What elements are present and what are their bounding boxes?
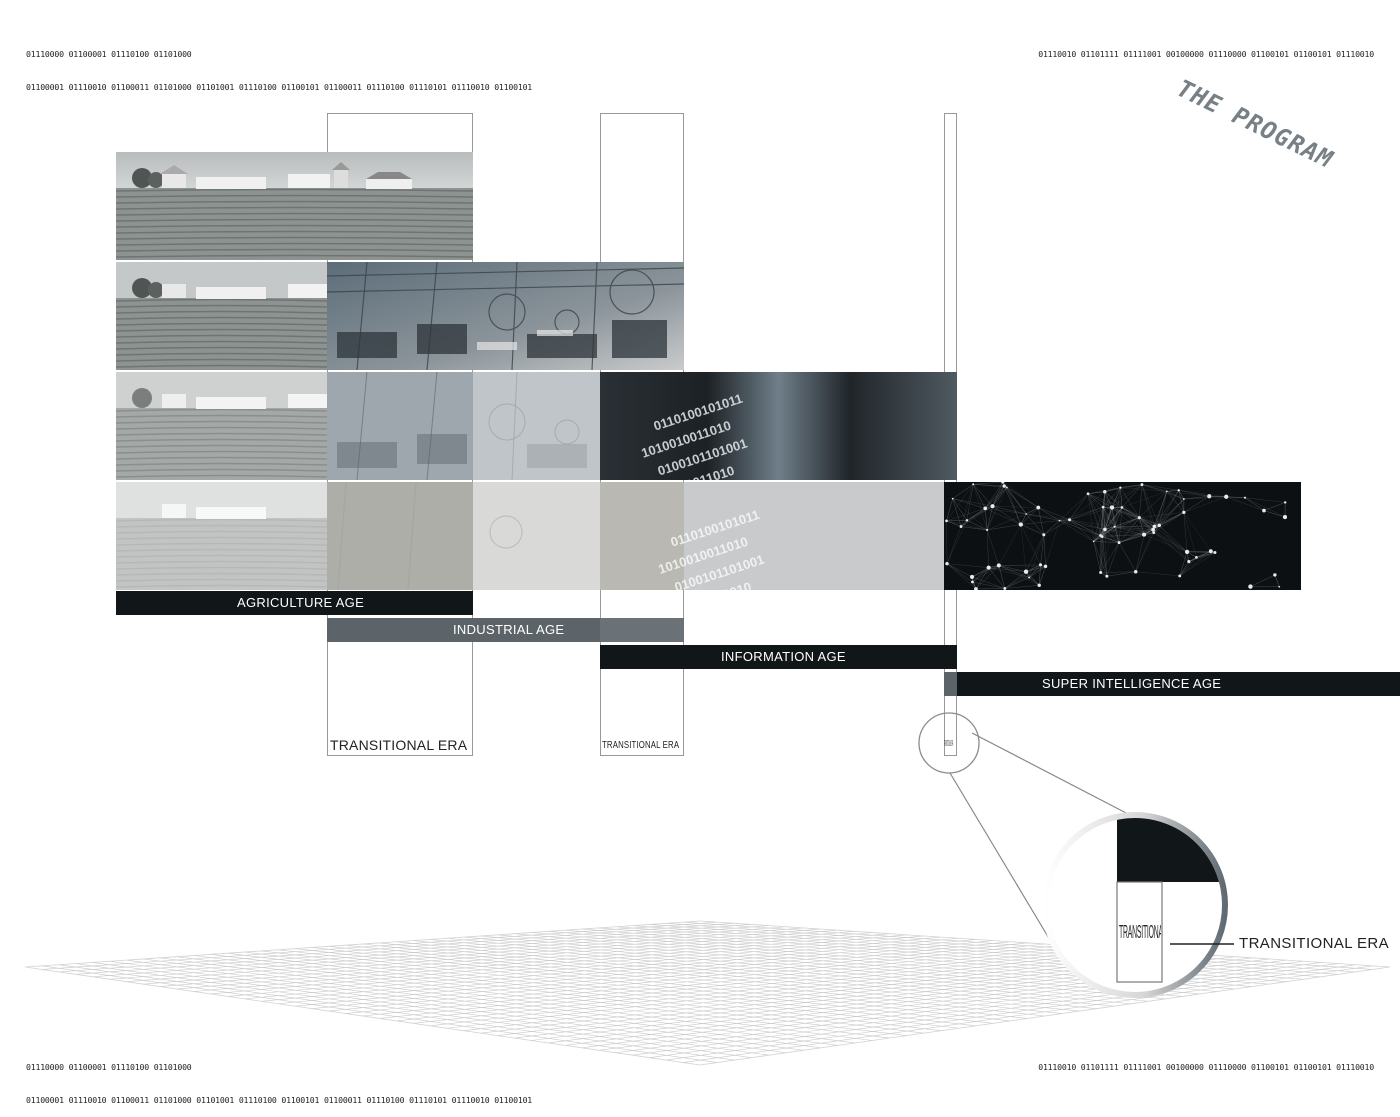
transitional-era-callout-label: TRANSITIONAL ERA [1239,935,1389,952]
magnified-era-text: TRANSITIONAL ERA [1119,922,1161,943]
magnifier-small-circle [919,713,979,773]
binary-line: 01100001 01110010 01100011 01101000 0110… [26,1095,532,1106]
callout-line-upper [972,733,1130,815]
callout-line-lower [950,773,1050,940]
magnifier-callout [0,0,1400,1082]
magnified-era-text-inner: TRANSITIONAL ERA [1119,922,1135,943]
